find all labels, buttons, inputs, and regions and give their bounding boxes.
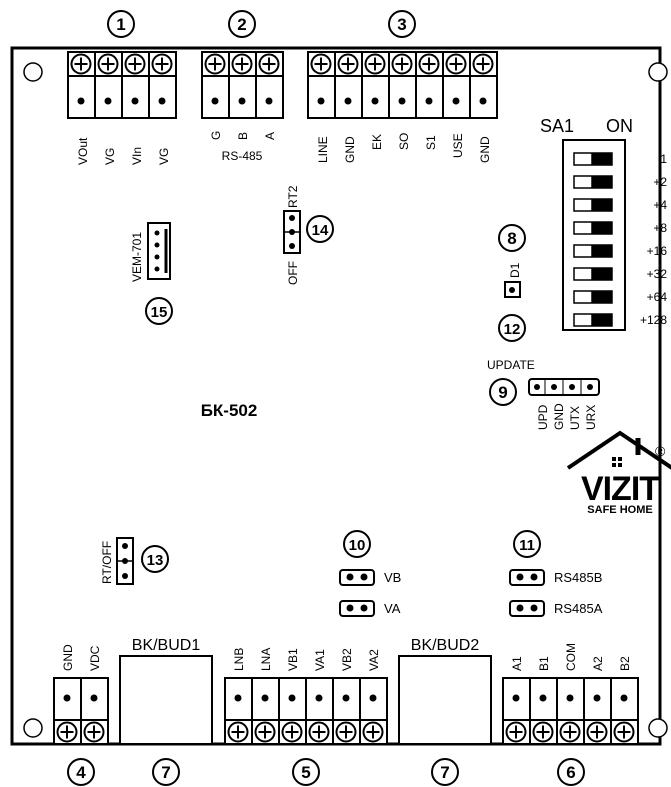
pin-label: EK xyxy=(370,134,384,150)
mounting-hole xyxy=(23,718,43,738)
jumper-rs485a xyxy=(509,600,545,617)
pin-label: VA2 xyxy=(367,649,381,671)
terminal-block-line xyxy=(307,51,498,119)
jumper-va-label: VA xyxy=(384,601,401,616)
pin-label: SO xyxy=(397,133,411,150)
rt2-jumper xyxy=(283,210,301,254)
dip-on-label: ON xyxy=(606,116,633,136)
dip-value: +4 xyxy=(653,198,667,212)
jumper-rs485b-label: RS485B xyxy=(554,570,602,585)
marker-11: 11 xyxy=(519,537,535,554)
terminal-block-rs485 xyxy=(201,51,284,119)
bud1-connector xyxy=(119,655,213,745)
jumper-vb-label: VB xyxy=(384,570,401,585)
pin-label: VIn xyxy=(130,147,144,165)
pin-label: VB2 xyxy=(340,648,354,671)
mounting-hole xyxy=(648,62,668,82)
pin-label: LNB xyxy=(232,648,246,671)
pin-label: B xyxy=(236,132,250,140)
pin-label: GND xyxy=(343,136,357,163)
marker-7-right: 7 xyxy=(440,763,449,782)
update-title: UPDATE xyxy=(487,358,535,372)
vizit-logo: ® VIZIT SAFE HOME xyxy=(566,430,671,516)
pin-label: VA1 xyxy=(313,649,327,671)
pin-label: GND xyxy=(61,644,75,671)
update-pin: UTX xyxy=(568,406,582,430)
update-pin: URX xyxy=(584,405,598,430)
logo-brand: VIZIT xyxy=(581,470,660,508)
marker-4: 4 xyxy=(76,763,86,782)
pin-label: VB1 xyxy=(286,648,300,671)
vem-label: VEM-701 xyxy=(130,232,144,282)
marker-6: 6 xyxy=(566,763,575,782)
logo-tagline: SAFE HOME xyxy=(587,504,652,516)
pin-label: B2 xyxy=(618,656,632,671)
logo-registered: ® xyxy=(655,443,666,459)
mounting-hole xyxy=(23,62,43,82)
dip-value: +32 xyxy=(647,267,668,281)
pin-label: USE xyxy=(451,133,465,158)
terminal-block-rs485-out xyxy=(502,677,639,745)
jumper-rs485a-label: RS485A xyxy=(554,601,603,616)
rs485-title: RS-485 xyxy=(222,149,263,163)
pin-label: GND xyxy=(478,136,492,163)
terminal-block-power-bottom xyxy=(53,677,109,745)
pin-label: COM xyxy=(564,643,578,671)
marker-12: 12 xyxy=(504,321,521,338)
board-name: БК-502 xyxy=(201,401,258,420)
pin-label: G xyxy=(209,131,223,140)
vem-connector xyxy=(147,222,171,280)
terminal-block-audio xyxy=(224,677,388,745)
pin-label: VDC xyxy=(88,645,102,671)
dip-value: +16 xyxy=(647,244,668,258)
pin-label: B1 xyxy=(537,656,551,671)
pin-label: LINE xyxy=(316,136,330,163)
dip-name: SA1 xyxy=(540,116,574,136)
bud2-label: BK/BUD2 xyxy=(411,637,480,654)
rt-off-jumper xyxy=(116,537,134,585)
rt2-off-label: OFF xyxy=(286,261,300,285)
pin-label: VG xyxy=(157,148,171,165)
jumper-rs485b xyxy=(509,569,545,586)
update-connector xyxy=(528,378,600,396)
dip-value: +64 xyxy=(647,290,668,304)
update-pin: UPD xyxy=(536,404,550,430)
dip-value: +128 xyxy=(640,313,667,327)
led-label: D1 xyxy=(508,262,522,278)
jumper-vb xyxy=(339,569,375,586)
rt-off-label: RT/OFF xyxy=(100,541,114,584)
mounting-hole xyxy=(648,718,668,738)
marker-1: 1 xyxy=(116,15,125,34)
dip-switch xyxy=(562,139,626,331)
led-d1-dot xyxy=(509,287,515,293)
marker-5: 5 xyxy=(301,763,310,782)
pin-label: A1 xyxy=(510,656,524,671)
marker-7-left: 7 xyxy=(161,763,170,782)
pin-label: S1 xyxy=(424,135,438,150)
marker-8: 8 xyxy=(507,229,516,248)
marker-2: 2 xyxy=(237,15,246,34)
pin-label: VOut xyxy=(76,137,90,165)
pin-label: LNA xyxy=(259,648,273,671)
rt2-label: RT2 xyxy=(286,185,300,208)
dip-value: 1 xyxy=(660,152,667,166)
update-pin: GND xyxy=(552,403,566,430)
pin-label: VG xyxy=(103,148,117,165)
dip-value: +2 xyxy=(653,175,667,189)
marker-15: 15 xyxy=(151,304,168,321)
marker-10: 10 xyxy=(349,537,366,554)
pin-label: A2 xyxy=(591,656,605,671)
pin-label: A xyxy=(263,132,277,140)
marker-14: 14 xyxy=(312,222,329,239)
bud2-connector xyxy=(398,655,492,745)
terminal-block-power-top xyxy=(67,51,177,119)
marker-3: 3 xyxy=(397,15,406,34)
marker-13: 13 xyxy=(147,552,164,569)
bud1-label: BK/BUD1 xyxy=(132,637,201,654)
marker-9: 9 xyxy=(498,383,507,402)
dip-value: +8 xyxy=(653,221,667,235)
jumper-va xyxy=(339,600,375,617)
